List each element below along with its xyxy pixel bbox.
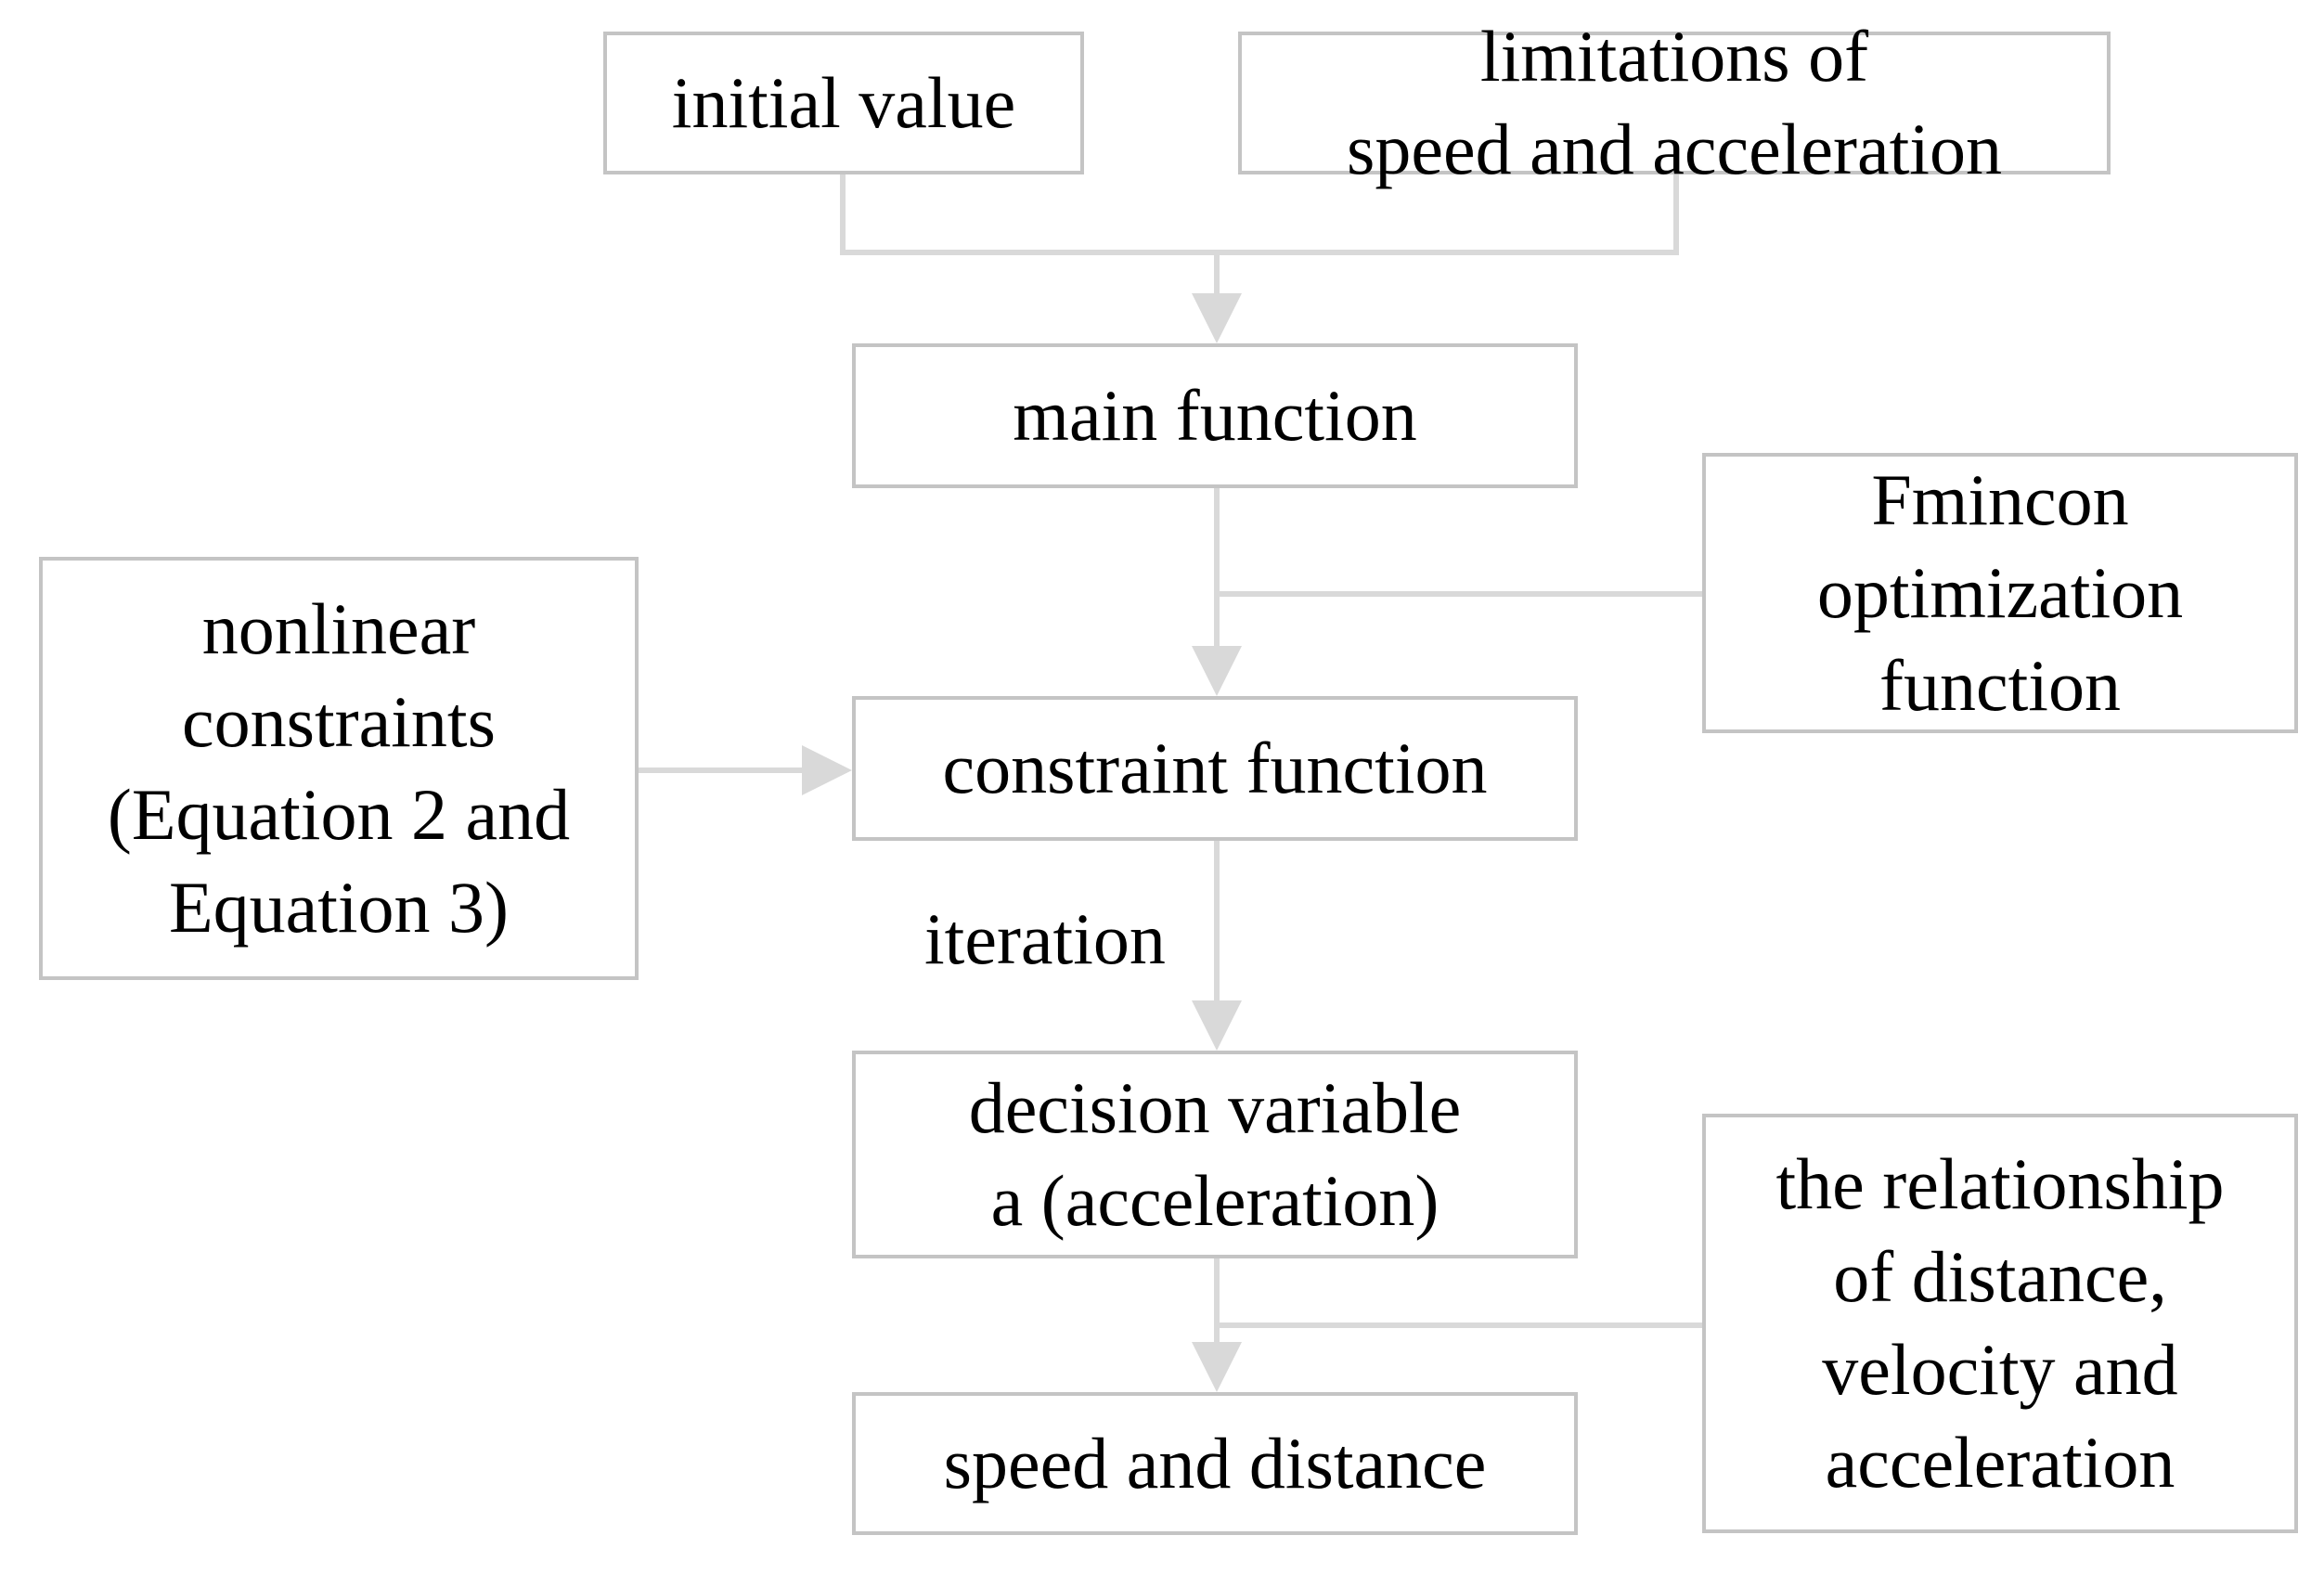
connector-inputs-merge	[840, 174, 1679, 255]
arrowhead-nonlinear-to-constraint	[802, 745, 852, 795]
initial-value-box: initial value	[603, 32, 1084, 174]
arrowhead-to-speed	[1192, 1342, 1242, 1392]
speed-distance-box: speed and distance	[852, 1392, 1578, 1535]
fmincon-box: Fmincon optimization function	[1702, 453, 2298, 733]
decision-variable-box: decision variable a (acceleration)	[852, 1051, 1578, 1258]
relationship-label: the relationship of distance, velocity a…	[1775, 1143, 2225, 1503]
constraint-function-box: constraint function	[852, 696, 1578, 841]
limitations-label: limitations of speed and acceleration	[1347, 16, 2002, 189]
fmincon-label: Fmincon optimization function	[1816, 459, 2184, 726]
limitations-box: limitations of speed and acceleration	[1238, 16, 2111, 189]
nonlinear-constraints-box: nonlinear constraints (Equation 2 and Eq…	[39, 557, 639, 980]
main-function-box: main function	[852, 343, 1578, 488]
decision-variable-label: decision variable a (acceleration)	[968, 1067, 1462, 1241]
arrowhead-to-constraint	[1192, 646, 1242, 696]
arrowhead-to-decision	[1192, 1000, 1242, 1051]
main-function-label: main function	[1013, 375, 1417, 456]
relationship-box: the relationship of distance, velocity a…	[1702, 1114, 2298, 1533]
constraint-function-label: constraint function	[942, 728, 1488, 808]
nonlinear-constraints-label: nonlinear constraints (Equation 2 and Eq…	[107, 588, 571, 948]
arrowhead-to-main	[1192, 293, 1242, 343]
speed-distance-label: speed and distance	[943, 1423, 1487, 1503]
initial-value-label: initial value	[671, 62, 1016, 143]
iteration-label: iteration	[924, 898, 1166, 979]
